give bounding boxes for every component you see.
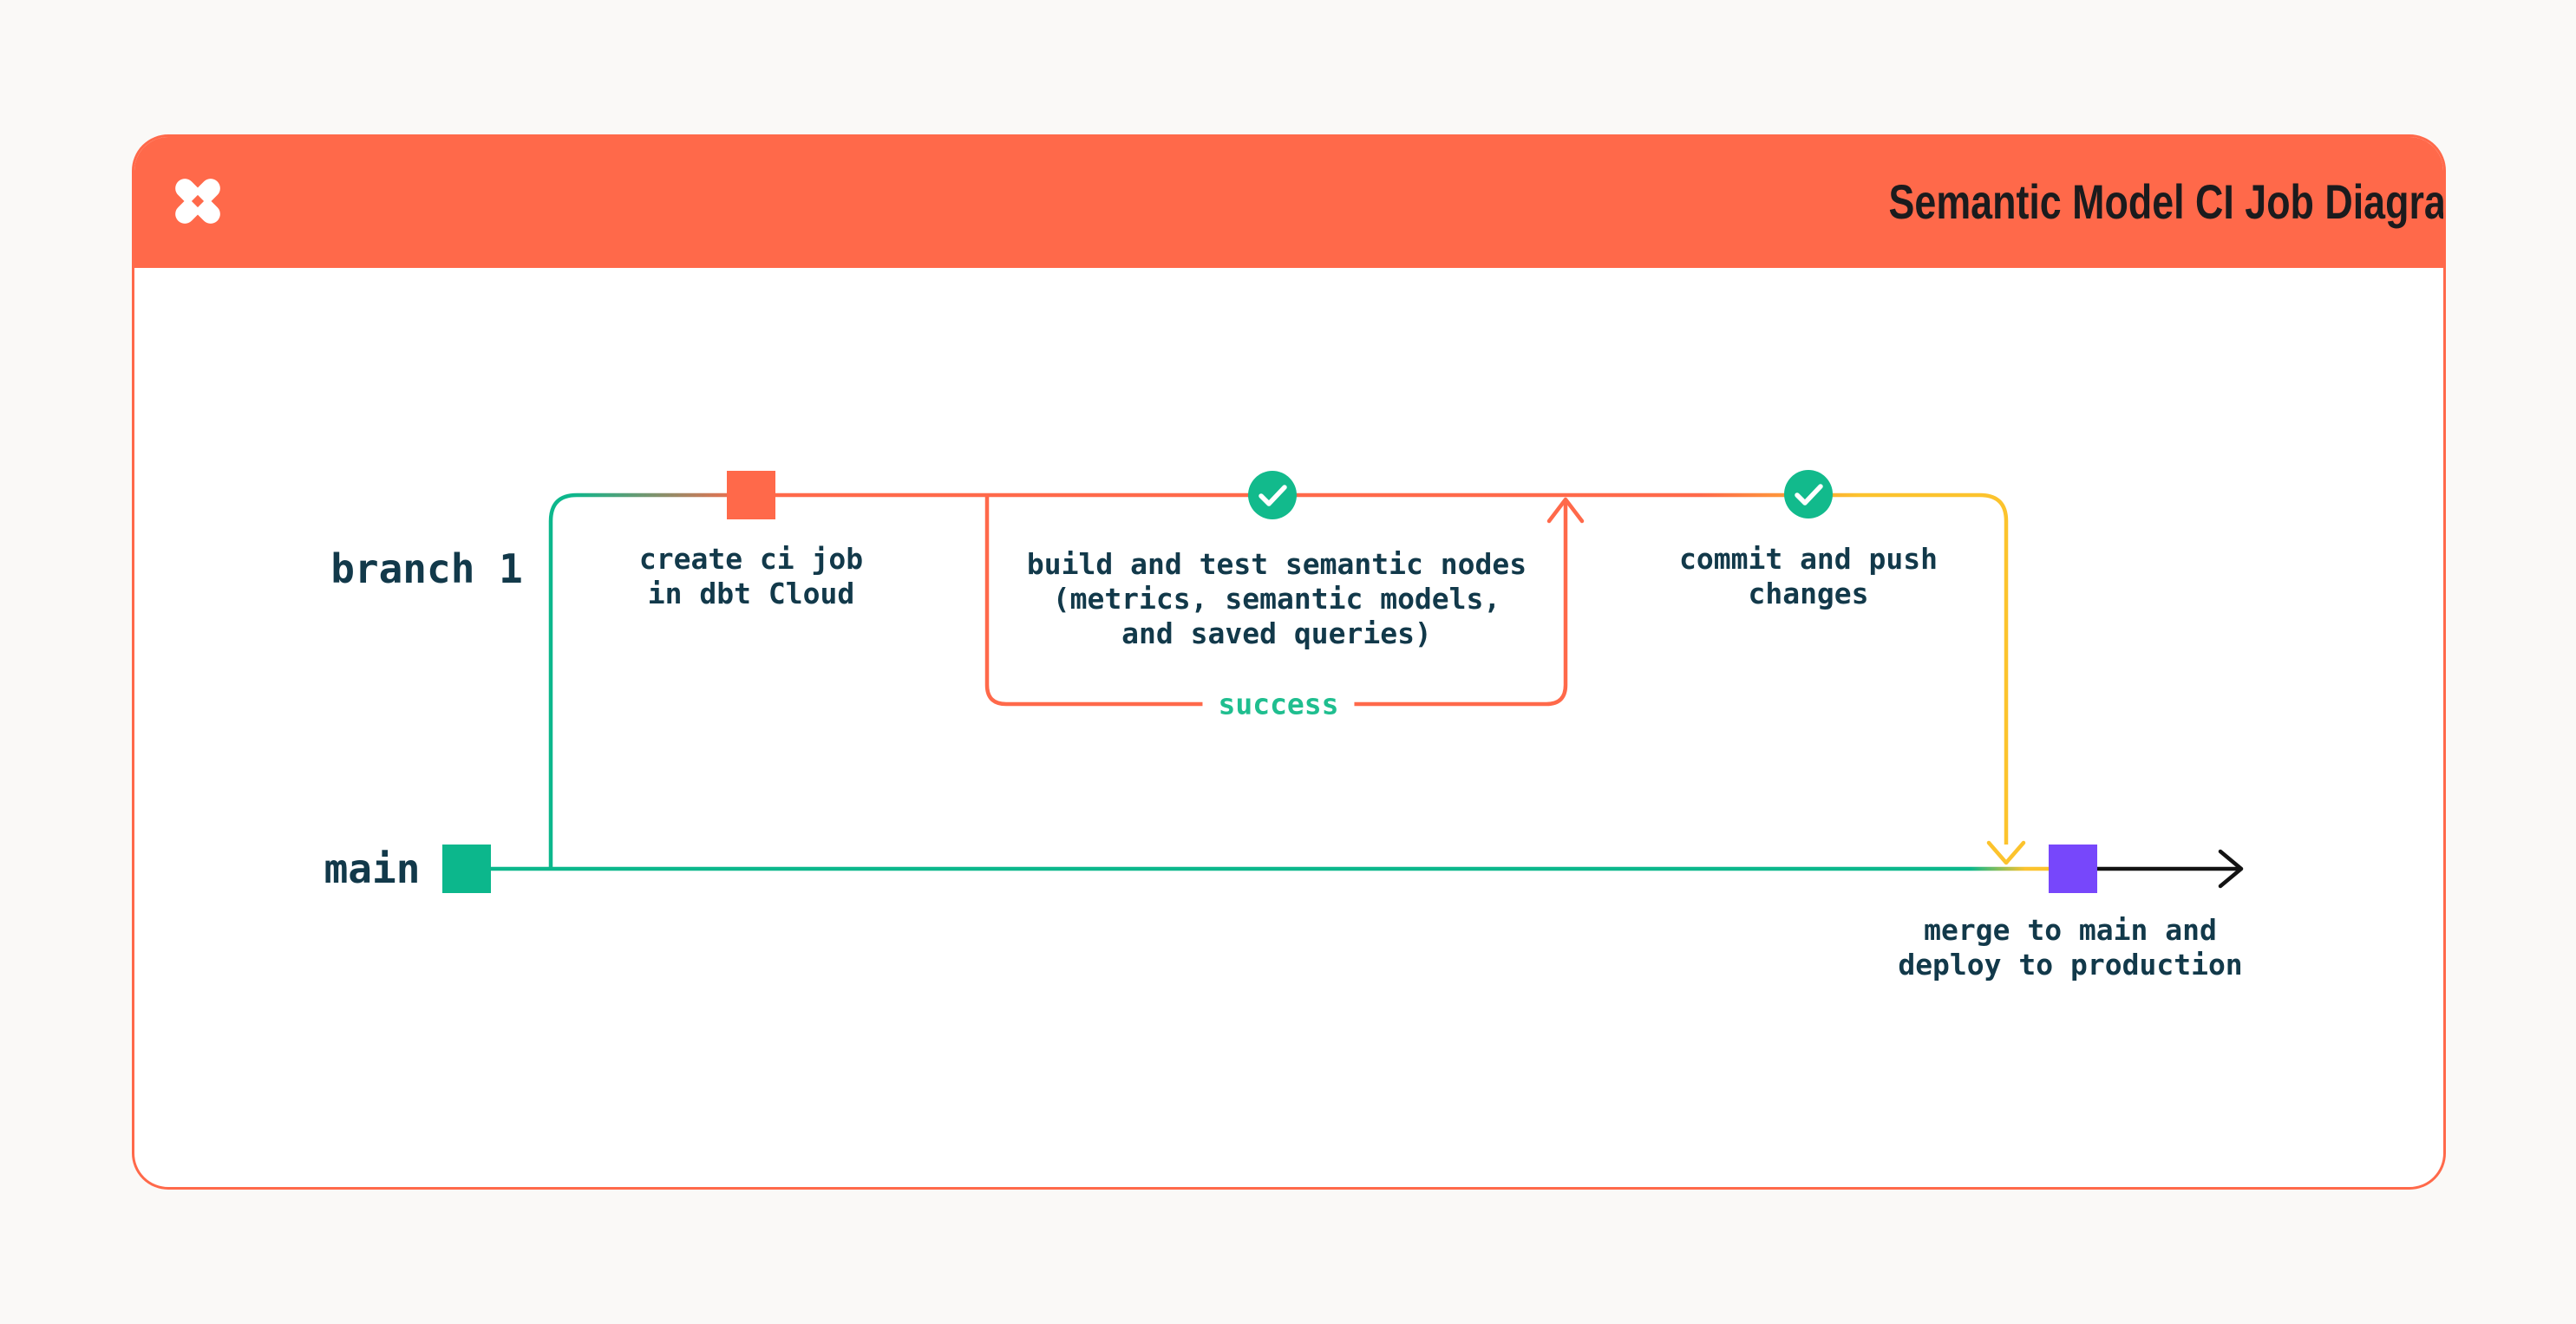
step-create-ci-job-label: create ci job in dbt Cloud — [638, 542, 864, 610]
create-ci-commit-square — [727, 471, 775, 519]
deploy-arrowhead-icon — [2218, 849, 2244, 889]
success-arrowhead-icon — [1546, 497, 1585, 524]
check-badge-commit-push-icon — [1784, 470, 1833, 519]
success-status-label: success — [1202, 685, 1355, 723]
merge-arrowhead-icon — [1986, 840, 2026, 865]
merge-commit-square — [2049, 845, 2097, 893]
step-build-and-test-label: build and test semantic nodes (metrics, … — [1026, 547, 1527, 650]
diagram-card: Semantic Model CI Job Diagram — [132, 134, 2446, 1190]
branch-1-lane-label: branch 1 — [330, 545, 523, 592]
main-lane-label: main — [324, 845, 421, 892]
dbt-logo-icon — [175, 179, 220, 224]
check-badge-build-test-icon — [1248, 471, 1297, 519]
page-title: Semantic Model CI Job Diagram — [1888, 173, 2446, 229]
main-commit-square — [442, 845, 491, 893]
header-bar: Semantic Model CI Job Diagram — [134, 137, 2446, 268]
step-commit-and-push-label: commit and push changes — [1678, 542, 1939, 610]
step-merge-and-deploy-label: merge to main and deploy to production — [1898, 913, 2243, 982]
